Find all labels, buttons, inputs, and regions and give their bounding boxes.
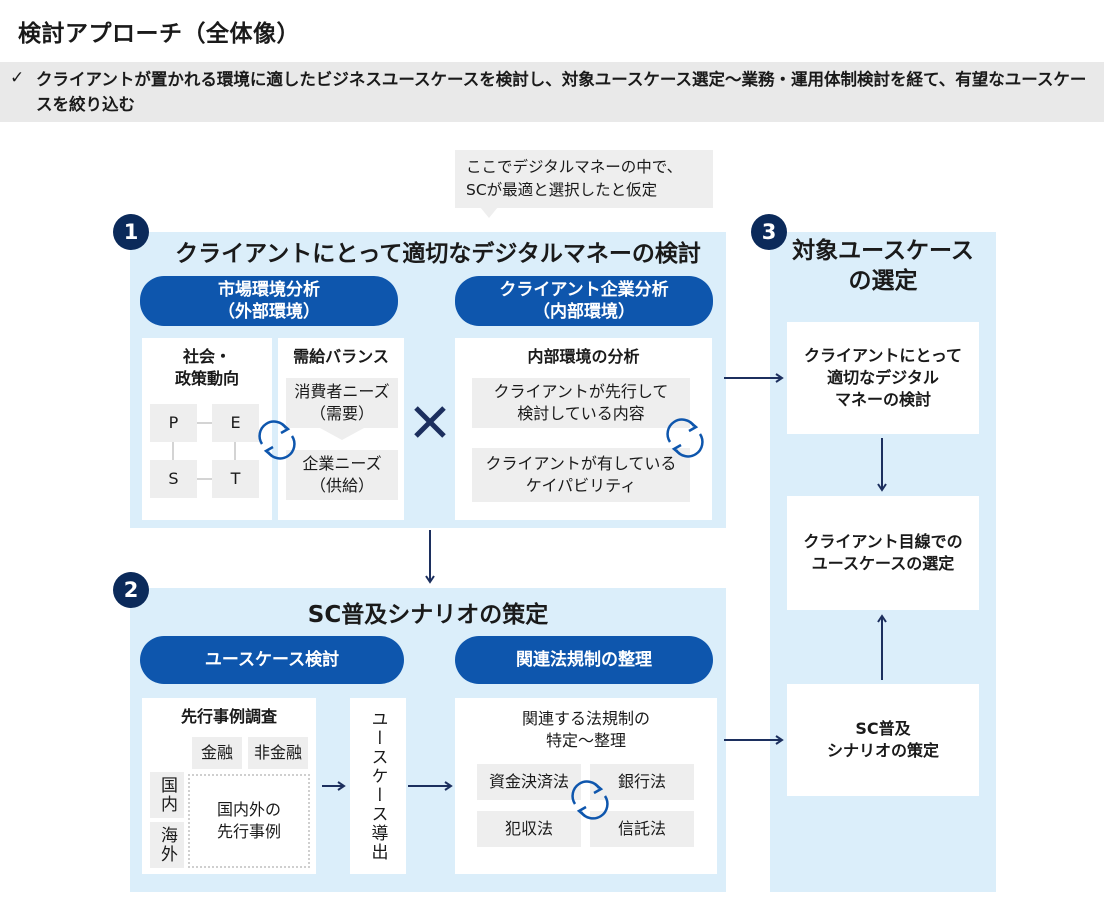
client-capability-label-1: クライアントが有している [485, 454, 677, 473]
law-banking: 銀行法 [590, 764, 694, 800]
client-capability-box: クライアントが有している ケイパビリティ [472, 448, 690, 502]
row-domestic: 国内 [150, 772, 184, 818]
consumer-needs-sublabel: （需要） [309, 404, 374, 423]
regulation-title-2: 特定～整理 [545, 731, 626, 750]
cases-label-2: 先行事例 [216, 822, 281, 841]
law-payment-services: 資金決済法 [477, 764, 581, 800]
summary-text: クライアントが置かれる環境に適したビジネスユースケースを検討し、対象ユースケース… [36, 70, 1087, 114]
pest-e: E [212, 404, 259, 442]
regulation-title: 関連する法規制の 特定～整理 [455, 708, 717, 752]
cycle-icon-internal [666, 418, 704, 458]
client-capability-label-2: ケイパビリティ [525, 476, 637, 495]
internal-analysis-title: 内部環境の分析 [527, 347, 640, 366]
section-3-title-2: の選定 [848, 268, 918, 294]
usecase-derivation-card: ユースケース導出 [350, 698, 406, 874]
consumer-needs-label: 消費者ニーズ [294, 382, 390, 401]
market-analysis-sublabel: （外部環境） [218, 302, 320, 322]
pest-p: P [150, 404, 197, 442]
section-3-title-1: 対象ユースケース [792, 238, 974, 264]
client-prior-study-box: クライアントが先行して 検討している内容 [472, 378, 690, 428]
step-sc-scenario-label-2: シナリオの策定 [826, 741, 939, 760]
domestic-overseas-cases: 国内外の 先行事例 [188, 774, 310, 868]
pest-s: S [150, 460, 197, 498]
law-trust: 信託法 [590, 811, 694, 847]
step-usecase-selection-box: クライアント目線での ユースケースの選定 [787, 496, 979, 610]
client-prior-study-label-2: 検討している内容 [517, 404, 645, 423]
social-policy-title: 社会・ 政策動向 [142, 346, 272, 390]
callout-line-1: ここでデジタルマネーの中で、 [466, 158, 683, 176]
row-domestic-label: 国内 [157, 776, 177, 814]
section-3-title: 対象ユースケース の選定 [770, 236, 996, 296]
company-needs-box: 企業ニーズ （供給） [286, 450, 398, 500]
section-2-title: SC普及シナリオの策定 [307, 602, 549, 628]
step-usecase-selection-label-1: クライアント目線での [803, 532, 963, 551]
balance-down-triangle [320, 428, 364, 440]
step-digital-money-label-2: 適切なデジタル [827, 368, 939, 387]
section-1-title: クライアントにとって適切なデジタルマネーの検討 [175, 241, 701, 267]
consumer-needs-box: 消費者ニーズ （需要） [286, 378, 398, 428]
client-analysis-sublabel: （内部環境） [533, 302, 635, 322]
header-non-finance: 非金融 [248, 737, 308, 769]
section-2-badge: 2 [113, 572, 149, 608]
row-overseas-label: 海外 [157, 826, 177, 864]
callout-line-2: SCが最適と選択したと仮定 [466, 181, 658, 199]
check-icon: ✓ [10, 68, 25, 88]
cases-label-1: 国内外の [216, 800, 281, 819]
regulation-pill: 関連法規制の整理 [455, 636, 713, 684]
client-analysis-label: クライアント企業分析 [499, 280, 669, 300]
cycle-icon-pest [258, 420, 296, 460]
step-digital-money-box: クライアントにとって 適切なデジタル マネーの検討 [787, 322, 979, 434]
social-policy-line-1: 社会・ [182, 347, 231, 366]
header-finance: 金融 [192, 737, 242, 769]
market-analysis-label: 市場環境分析 [218, 280, 320, 300]
supply-demand-title: 需給バランス [293, 347, 389, 366]
step-sc-scenario-box: SC普及 シナリオの策定 [787, 684, 979, 796]
regulation-title-1: 関連する法規制の [521, 709, 650, 728]
assumption-callout: ここでデジタルマネーの中で、 SCが最適と選択したと仮定 [455, 150, 713, 208]
usecase-study-pill: ユースケース検討 [140, 636, 404, 684]
page-title: 検討アプローチ（全体像） [18, 21, 300, 47]
pest-t: T [212, 460, 259, 498]
step-digital-money-label-3: マネーの検討 [834, 390, 931, 409]
section-1-badge: 1 [113, 214, 149, 250]
summary-banner: ✓ クライアントが置かれる環境に適したビジネスユースケースを検討し、対象ユースケ… [0, 62, 1104, 122]
precedent-research-title: 先行事例調査 [180, 707, 277, 726]
law-criminal-proceeds: 犯収法 [477, 811, 581, 847]
times-icon [414, 406, 446, 438]
callout-tail [480, 207, 498, 218]
company-needs-sublabel: （供給） [309, 476, 374, 495]
market-analysis-pill: 市場環境分析 （外部環境） [140, 276, 398, 326]
section-3-badge: 3 [751, 214, 787, 250]
step-sc-scenario-label-1: SC普及 [855, 719, 911, 738]
social-policy-line-2: 政策動向 [174, 369, 239, 388]
company-needs-label: 企業ニーズ [302, 454, 382, 473]
cycle-icon-laws [571, 780, 609, 820]
usecase-derivation-label: ユースケース導出 [367, 710, 388, 862]
row-overseas: 海外 [150, 822, 184, 868]
step-usecase-selection-label-2: ユースケースの選定 [811, 554, 955, 573]
client-prior-study-label-1: クライアントが先行して [493, 382, 669, 401]
client-analysis-pill: クライアント企業分析 （内部環境） [455, 276, 713, 326]
step-digital-money-label-1: クライアントにとって [803, 346, 963, 365]
